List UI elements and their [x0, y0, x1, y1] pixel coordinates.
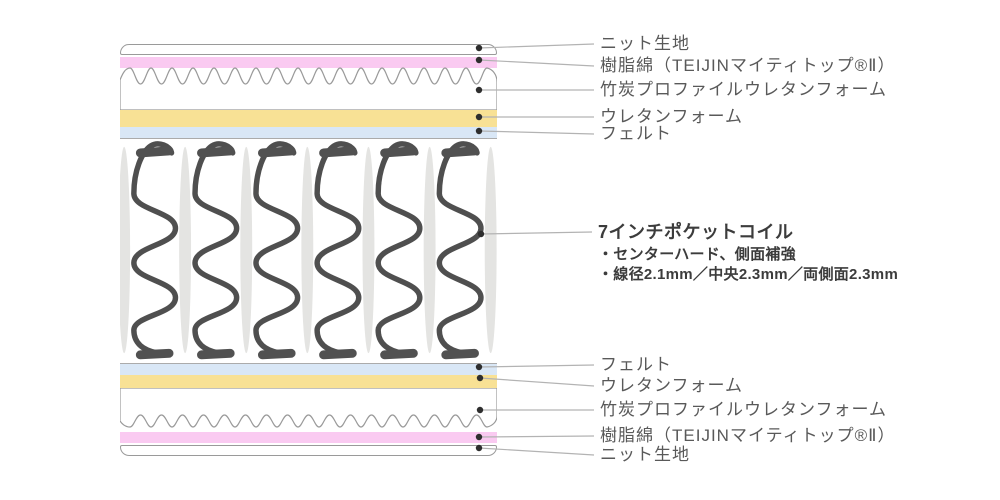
pocket-coil-title: 7インチポケットコイル	[598, 222, 794, 242]
pocket-sleeve	[423, 146, 436, 354]
label-knit-fabric-bottom: ニット生地	[600, 445, 690, 464]
pocket-sleeve	[240, 146, 253, 354]
coil-wire	[436, 141, 484, 356]
pocket-sleeve	[120, 146, 131, 354]
pocket-coil-bullet-1: ・センターハード、側面補強	[598, 246, 797, 263]
layer-profile-foam-top	[120, 67, 497, 110]
coil-wire	[314, 141, 362, 356]
label-felt-bottom: フェルト	[600, 355, 672, 374]
profile-foam-bottom-shape	[120, 388, 497, 428]
coil-wire	[375, 141, 423, 356]
leader-line	[478, 43, 595, 49]
coil-end-bar	[441, 348, 479, 360]
leader-line	[480, 231, 593, 235]
layer-urethane-foam-bottom	[120, 375, 497, 388]
label-profile-foam-top: 竹炭プロファイルウレタンフォーム	[600, 80, 887, 99]
layer-knit-fabric-top	[120, 44, 497, 55]
coil-end-bar	[441, 146, 479, 158]
layer-knit-fabric-bottom	[120, 445, 497, 456]
coil-end-bar	[380, 146, 418, 158]
label-resin-cotton-top: 樹脂綿（TEIJINマイティトップ®Ⅱ）	[600, 56, 896, 75]
leader-line	[479, 377, 595, 387]
coil-end-bar	[257, 146, 296, 158]
label-urethane-foam-bottom: ウレタンフォーム	[600, 376, 743, 395]
label-knit-fabric-top: ニット生地	[600, 34, 690, 53]
label-profile-foam-bottom: 竹炭プロファイルウレタンフォーム	[600, 400, 887, 419]
layer-resin-cotton-bottom	[120, 432, 497, 443]
pocket-sleeve	[301, 146, 314, 354]
label-pocket-coil-block: 7インチポケットコイル ・センターハード、側面補強 ・線径2.1mm／中央2.3…	[598, 219, 898, 285]
layer-felt-top	[120, 127, 497, 138]
coil-wire	[192, 141, 240, 356]
coil-end-bar	[135, 348, 174, 360]
pocket-sleeve	[484, 146, 497, 354]
layer-felt-bottom	[120, 364, 497, 375]
label-felt-top: フェルト	[600, 124, 672, 143]
label-urethane-foam-top: ウレタンフォーム	[600, 107, 743, 126]
coil-wire	[131, 141, 179, 356]
coil-end-bar	[197, 146, 235, 158]
coil-wire	[253, 141, 301, 356]
layer-resin-cotton-top	[120, 57, 497, 68]
coil-end-bar	[319, 146, 357, 158]
layer-profile-foam-bottom	[120, 388, 497, 428]
coil-end-bar	[319, 348, 357, 360]
pocket-coil-section	[120, 138, 497, 364]
coil-end-bar	[380, 348, 418, 360]
coil-end-bar	[135, 146, 174, 158]
pocket-coil-springs	[120, 141, 497, 360]
profile-foam-top-shape	[120, 67, 497, 110]
coil-end-bar	[197, 348, 235, 360]
layer-urethane-foam-top	[120, 110, 497, 127]
coil-end-bar	[257, 348, 296, 360]
pocket-sleeve	[362, 146, 375, 354]
pocket-sleeve	[179, 146, 192, 354]
pocket-coil-bullet-2: ・線径2.1mm／中央2.3mm／両側面2.3mm	[598, 266, 899, 283]
label-resin-cotton-bottom: 樹脂綿（TEIJINマイティトップ®Ⅱ）	[600, 426, 896, 445]
